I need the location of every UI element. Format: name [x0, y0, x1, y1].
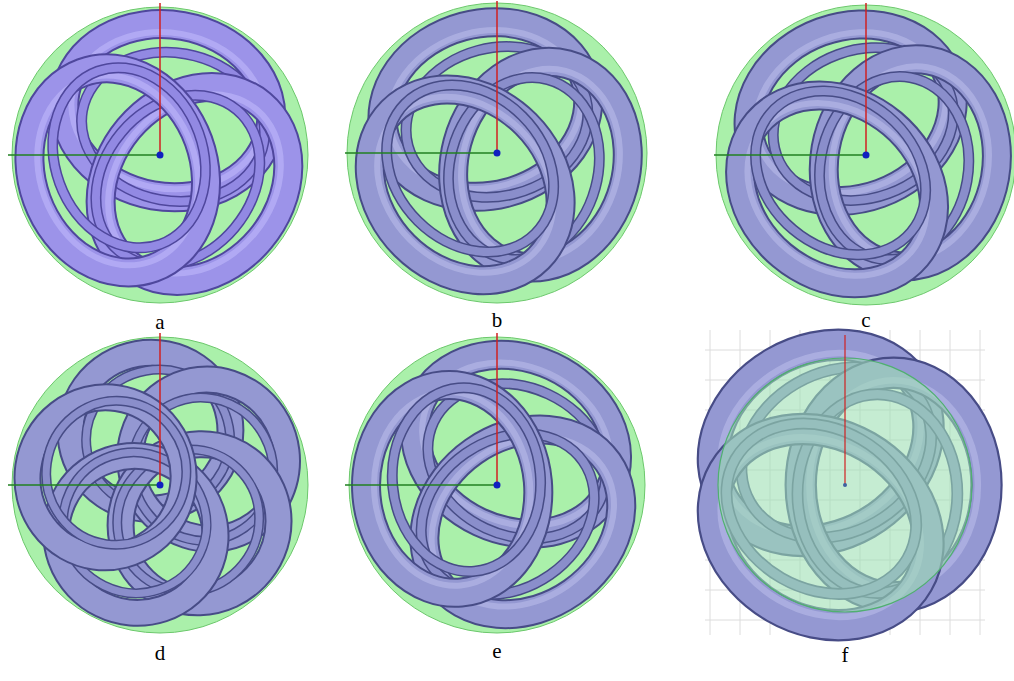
label-slot: d: [130, 642, 190, 665]
panel-letter: a: [155, 310, 164, 334]
label-slot: a: [130, 311, 190, 334]
label-slot: e: [467, 640, 527, 663]
knot-panel: [281, 296, 702, 681]
panel-letter: d: [155, 641, 166, 665]
knot-panel: [0, 328, 336, 664]
panel-letter: f: [842, 643, 849, 667]
panel-letter: e: [492, 639, 501, 663]
panel-letter: b: [492, 308, 503, 332]
knot-panel: [303, 0, 697, 346]
label-slot: c: [836, 309, 896, 332]
knot-panel: [0, 0, 346, 337]
label-slot: f: [815, 644, 875, 667]
panel-letter: c: [861, 308, 870, 332]
label-slot: b: [467, 309, 527, 332]
knot-panel: [666, 0, 1014, 358]
knot-panel: [620, 273, 1014, 681]
